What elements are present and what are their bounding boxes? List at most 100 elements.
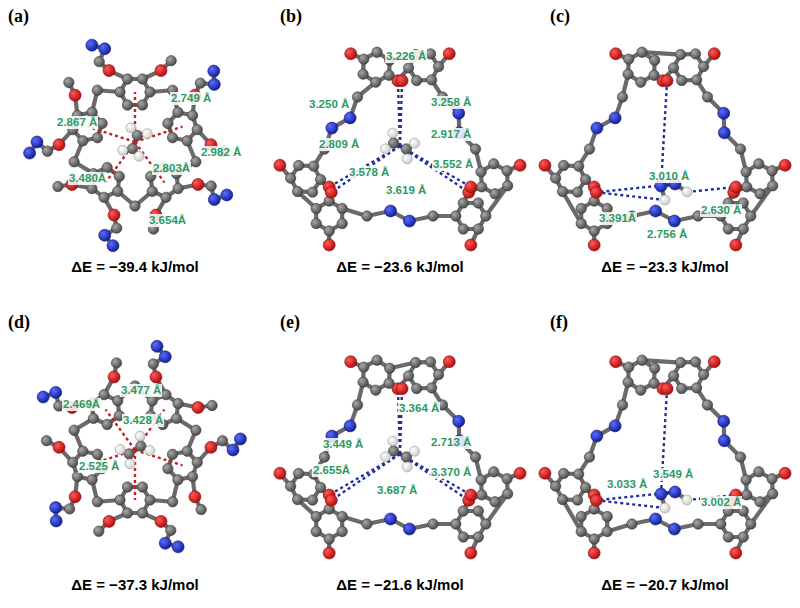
carbon-atom xyxy=(352,92,362,102)
carbon-atom xyxy=(550,173,560,183)
carbon-atom xyxy=(741,167,751,177)
nitrogen-atom xyxy=(344,112,356,124)
nitrogen-atom xyxy=(31,136,43,148)
carbon-atom xyxy=(742,490,752,500)
carbon-atom xyxy=(502,181,512,191)
carbon-atom xyxy=(470,144,480,154)
oxygen-atom xyxy=(610,48,622,60)
carbon-atom xyxy=(476,167,486,177)
carbon-atom xyxy=(623,377,633,387)
contact-line xyxy=(400,389,402,454)
carbon-atom xyxy=(557,186,567,196)
atoms xyxy=(24,39,791,559)
carbon-atom xyxy=(637,355,647,365)
oxygen-atom xyxy=(192,178,204,190)
carbon-atom xyxy=(292,494,302,504)
oxygen-atom xyxy=(108,209,120,221)
carbon-atom xyxy=(285,173,295,183)
oxygen-atom xyxy=(539,159,551,171)
carbon-atom xyxy=(576,511,586,521)
carbon-atom xyxy=(477,182,487,192)
nitrogen-atom xyxy=(37,391,49,403)
contact-line xyxy=(596,500,665,508)
carbon-atom xyxy=(755,497,765,507)
carbon-atom xyxy=(473,198,483,208)
carbon-atom xyxy=(122,482,132,492)
carbon-atom xyxy=(473,224,483,234)
nitrogen-atom xyxy=(227,444,239,456)
carbon-atom xyxy=(161,389,171,399)
carbon-atom xyxy=(754,467,764,477)
nitrogen-atom xyxy=(50,386,62,398)
nitrogen-atom xyxy=(208,78,220,90)
oxygen-atom xyxy=(274,159,286,171)
oxygen-atom xyxy=(588,239,600,251)
carbon-atom xyxy=(451,519,461,529)
carbon-atom xyxy=(78,446,88,456)
carbon-atom xyxy=(698,369,708,379)
carbon-atom xyxy=(111,358,121,368)
oxygen-atom xyxy=(514,467,526,479)
carbon-atom xyxy=(166,55,176,65)
distance-label: 2.655Å xyxy=(312,464,351,477)
carbon-atom xyxy=(451,211,461,221)
carbon-atom xyxy=(481,211,491,221)
distance-label: 3.687 Å xyxy=(376,484,418,497)
carbon-atom xyxy=(122,508,132,518)
carbon-atom xyxy=(411,75,421,85)
hydrogen-atom xyxy=(135,431,145,441)
bond xyxy=(642,360,681,362)
carbon-atom xyxy=(163,463,173,473)
carbon-atom xyxy=(690,49,700,59)
distance-label: 2.749 Å xyxy=(170,92,212,105)
distance-label: 3.364 Å xyxy=(398,402,440,415)
carbon-atom xyxy=(196,504,206,514)
carbon-atom xyxy=(690,357,700,367)
oxygen-atom xyxy=(323,239,335,251)
carbon-atom xyxy=(148,359,158,369)
carbon-atom xyxy=(668,63,678,73)
carbon-atom xyxy=(738,532,748,542)
carbon-atom xyxy=(97,118,107,128)
carbon-atom xyxy=(359,362,369,372)
hydrogen-atom xyxy=(388,128,398,138)
carbon-atom xyxy=(115,87,125,97)
distance-label: 3.449 Å xyxy=(322,438,364,451)
carbon-atom xyxy=(589,534,599,544)
carbon-atom xyxy=(136,441,146,451)
carbon-atom xyxy=(649,378,659,388)
carbon-atom xyxy=(502,489,512,499)
carbon-atom xyxy=(691,75,701,85)
carbon-atom xyxy=(384,378,394,388)
nitrogen-atom xyxy=(591,122,603,134)
carbon-atom xyxy=(675,357,685,367)
carbon-atom xyxy=(362,211,372,221)
carbon-atom xyxy=(92,132,102,142)
carbon-atom xyxy=(410,357,420,367)
carbon-atom xyxy=(649,70,659,80)
carbon-atom xyxy=(589,226,599,236)
hydrogen-atom xyxy=(402,154,412,164)
nitrogen-atom xyxy=(655,488,667,500)
oxygen-atom xyxy=(155,65,167,77)
bond xyxy=(751,494,773,524)
distance-label: 3.226 Å xyxy=(385,50,427,63)
carbon-atom xyxy=(636,385,646,395)
carbon-atom xyxy=(187,471,197,481)
distance-label: 2.469Å xyxy=(62,398,101,411)
nitrogen-atom xyxy=(403,523,415,535)
carbon-atom xyxy=(767,489,777,499)
oxygen-atom xyxy=(396,75,408,87)
distance-label: 2.982 Å xyxy=(200,146,242,159)
nitrogen-atom xyxy=(609,420,621,432)
carbon-atom xyxy=(723,532,733,542)
carbon-atom xyxy=(195,78,205,88)
carbon-atom xyxy=(550,481,560,491)
nitrogen-atom xyxy=(403,215,415,227)
nitrogen-atom xyxy=(159,537,171,549)
carbon-atom xyxy=(746,519,756,529)
contact-line xyxy=(134,450,136,500)
distance-label: 2.917 Å xyxy=(430,128,472,141)
